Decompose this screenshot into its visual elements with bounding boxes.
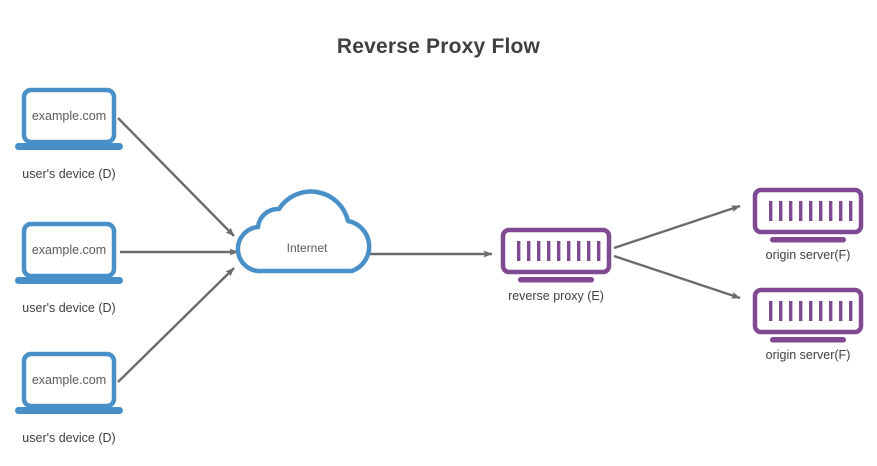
laptop-base-icon — [15, 277, 123, 284]
client-screen-label: example.com — [32, 109, 106, 123]
laptop-icon — [21, 221, 117, 279]
laptop-icon — [21, 87, 117, 145]
server-slots-icon — [769, 201, 853, 221]
laptop-base-icon — [15, 143, 123, 150]
arrow-proxy-to-origin2 — [613, 254, 741, 300]
node-origin-1[interactable]: origin server(F) — [752, 187, 864, 262]
node-client-1[interactable]: example.com user's device (D) — [15, 87, 123, 181]
client-caption: user's device (D) — [22, 167, 115, 181]
cloud-icon — [235, 189, 372, 274]
server-base-icon — [518, 277, 594, 283]
arrow-proxy-to-origin1 — [613, 204, 741, 250]
client-screen-label: example.com — [32, 243, 106, 257]
server-slots-icon — [769, 301, 853, 321]
origin-caption: origin server(F) — [766, 248, 851, 262]
server-base-icon — [770, 337, 846, 343]
page-title: Reverse Proxy Flow — [337, 35, 541, 58]
cloud-label: Internet — [287, 241, 328, 255]
server-icon — [500, 227, 612, 275]
server-slots-icon — [517, 241, 601, 261]
server-base-icon — [770, 237, 846, 243]
node-client-3[interactable]: example.com user's device (D) — [15, 351, 123, 445]
node-origin-2[interactable]: origin server(F) — [752, 287, 864, 362]
client-caption: user's device (D) — [22, 301, 115, 315]
arrow-layer — [117, 117, 741, 383]
node-internet-cloud[interactable]: Internet — [235, 189, 372, 274]
proxy-caption: reverse proxy (E) — [508, 289, 604, 303]
server-icon — [752, 187, 864, 235]
client-screen-label: example.com — [32, 373, 106, 387]
arrow-client1-to-cloud — [117, 117, 235, 237]
laptop-base-icon — [15, 407, 123, 414]
node-reverse-proxy[interactable]: reverse proxy (E) — [500, 227, 612, 303]
laptop-icon — [21, 351, 117, 409]
origin-caption: origin server(F) — [766, 348, 851, 362]
node-client-2[interactable]: example.com user's device (D) — [15, 221, 123, 315]
client-caption: user's device (D) — [22, 431, 115, 445]
server-icon — [752, 287, 864, 335]
arrow-client3-to-cloud — [117, 267, 235, 383]
